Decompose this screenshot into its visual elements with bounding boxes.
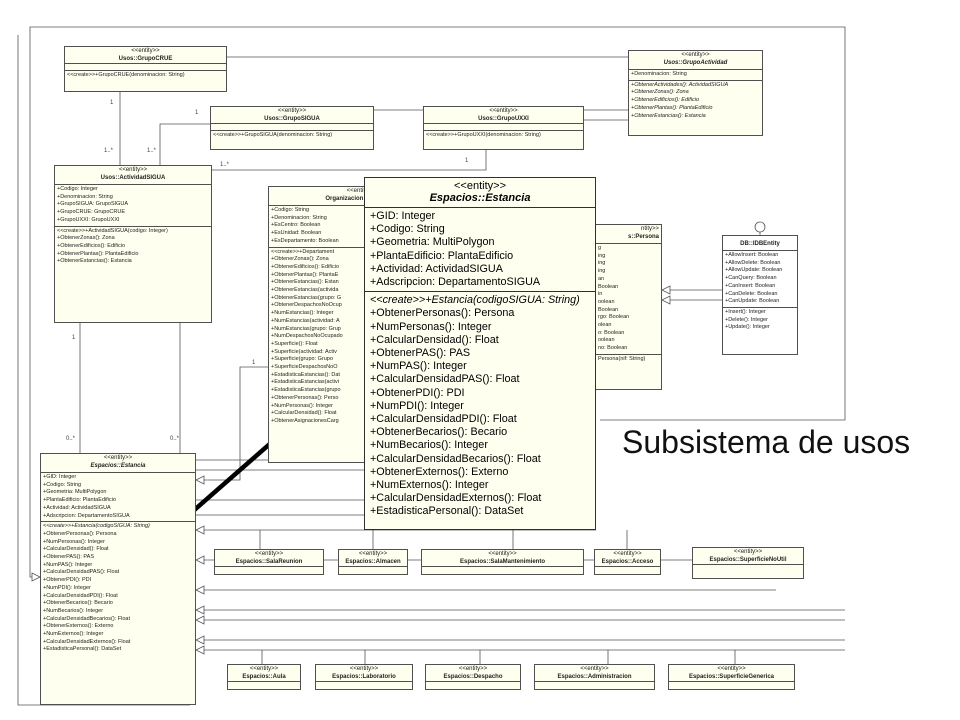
multiplicity-label: 1 — [195, 110, 199, 116]
class-name: Espacios::Estancia — [429, 192, 531, 204]
multiplicity-label: 0..* — [170, 436, 180, 442]
connector-top-frame — [29, 26, 846, 421]
slide-subtitle: Subsistema de usos — [622, 424, 911, 460]
operations-section: +ObtenerActividades(): ActividadSIGUA +O… — [631, 81, 729, 119]
attributes-section: +GID: Integer +Codigo: String +Geometria… — [365, 208, 595, 293]
class-grupo-sigua[interactable]: <<entity>>Usos::GrupoSIGUA <<create>>+Gr… — [210, 106, 374, 150]
attributes-section — [65, 64, 226, 71]
class-superficie-no-util[interactable]: <<entity>>Espacios::SuperficieNoUtil — [692, 547, 804, 579]
class-almacen[interactable]: <<entity>>Espacios::Almacen — [338, 549, 408, 575]
class-aula[interactable]: <<entity>>Espacios::Aula — [227, 664, 301, 690]
connector-left-frame — [29, 40, 40, 578]
class-grupo-uxxi[interactable]: <<entity>>Usos::GrupoUXXI <<create>>+Gru… — [423, 106, 584, 150]
class-acceso[interactable]: <<entity>>Espacios::Acceso — [594, 549, 661, 575]
stereotype-label: <<entity>> — [131, 48, 160, 54]
attributes-section: +Denominacion: String — [629, 70, 762, 81]
class-name: Usos::GrupoCRUE — [118, 56, 173, 62]
class-organizacion-departamento[interactable]: <<entity>>Organizacion::De +Codigo: Stri… — [268, 186, 378, 463]
class-db-ientity[interactable]: DB::IDBEntity +AllowInsert: Boolean +All… — [722, 235, 798, 355]
class-grupo-crue[interactable]: <<entity>>Usos::GrupoCRUE <<create>>+Gru… — [64, 46, 227, 92]
class-estancia-small[interactable]: <<entity>>Espacios::Estancia +GID: Integ… — [40, 453, 196, 705]
operations-section: <<create>>+GrupoCRUE(denominacion: Strin… — [67, 72, 185, 78]
multiplicity-label: 1 — [465, 158, 469, 164]
multiplicity-label: 1..* — [220, 162, 230, 168]
interface-lollipop-icon — [754, 221, 766, 233]
multiplicity-label: 1 — [72, 335, 76, 341]
multiplicity-label: 1 — [110, 100, 114, 106]
link-estancia-organizacion — [196, 366, 268, 481]
stereotype-label: <<entity>> — [454, 180, 506, 192]
link-sigua-actividad — [159, 123, 210, 165]
class-sala-mantenimiento[interactable]: <<entity>>Espacios::SalaMantenimiento — [421, 549, 584, 575]
multiplicity-label: 1..* — [104, 148, 114, 154]
class-despacho[interactable]: <<entity>>Espacios::Despacho — [425, 664, 521, 690]
class-administracion[interactable]: <<entity>>Espacios::Administracion — [534, 664, 655, 690]
class-actividad-sigua[interactable]: <<entity>>Usos::ActividadSIGUA +Codigo: … — [54, 165, 212, 323]
class-laboratorio[interactable]: <<entity>>Espacios::Laboratorio — [315, 664, 413, 690]
multiplicity-label: 1 — [252, 360, 256, 366]
multiplicity-label: 0..* — [66, 436, 76, 442]
class-grupo-actividad[interactable]: <<entity>>Usos::GrupoActividad +Denomina… — [628, 50, 763, 136]
multiplicity-label: 1..* — [147, 148, 157, 154]
class-estancia-zoomed[interactable]: <<entity>>Espacios::Estancia +GID: Integ… — [364, 177, 596, 530]
connector-left-frame-2 — [17, 35, 190, 706]
class-superficie-generica[interactable]: <<entity>>Espacios::SuperficieGenerica — [668, 664, 795, 690]
operations-section: <<create>>+Estancia(codigoSIGUA: String)… — [370, 294, 580, 518]
link-uxxi-actividad — [212, 150, 487, 171]
class-sala-reunion[interactable]: <<entity>>Espacios::SalaReunion — [214, 549, 324, 575]
